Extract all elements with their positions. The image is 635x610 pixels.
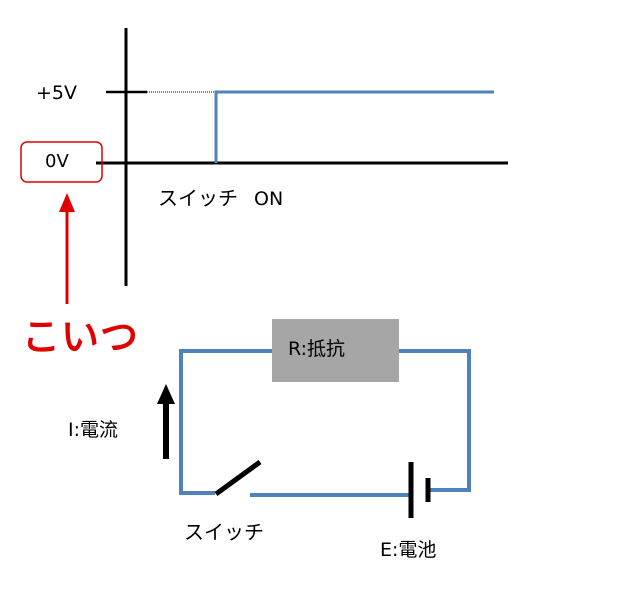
switch-lever-icon [214, 459, 262, 497]
switch-on-on-text: ON [254, 188, 284, 210]
zero-volt-label: 0V [45, 151, 69, 172]
plus5v-label: +5V [36, 82, 78, 104]
resistor-label: R:抵抗 [288, 338, 346, 360]
resistor-box [272, 319, 399, 382]
signal-step-line [214, 90, 494, 163]
battery-label: E:電池 [380, 539, 437, 561]
switch-label: スイッチ [184, 520, 264, 544]
zero-volt-highlight-box [20, 141, 103, 183]
switch-on-switch-text: スイッチ [158, 186, 238, 210]
red-arrow-head-icon [59, 193, 75, 212]
koitsu-annotation: こいつ [22, 315, 140, 359]
switch-on-caption: スイッチ ON [158, 188, 283, 209]
current-label: I:電流 [68, 419, 119, 441]
current-arrow-head-icon [157, 384, 175, 404]
